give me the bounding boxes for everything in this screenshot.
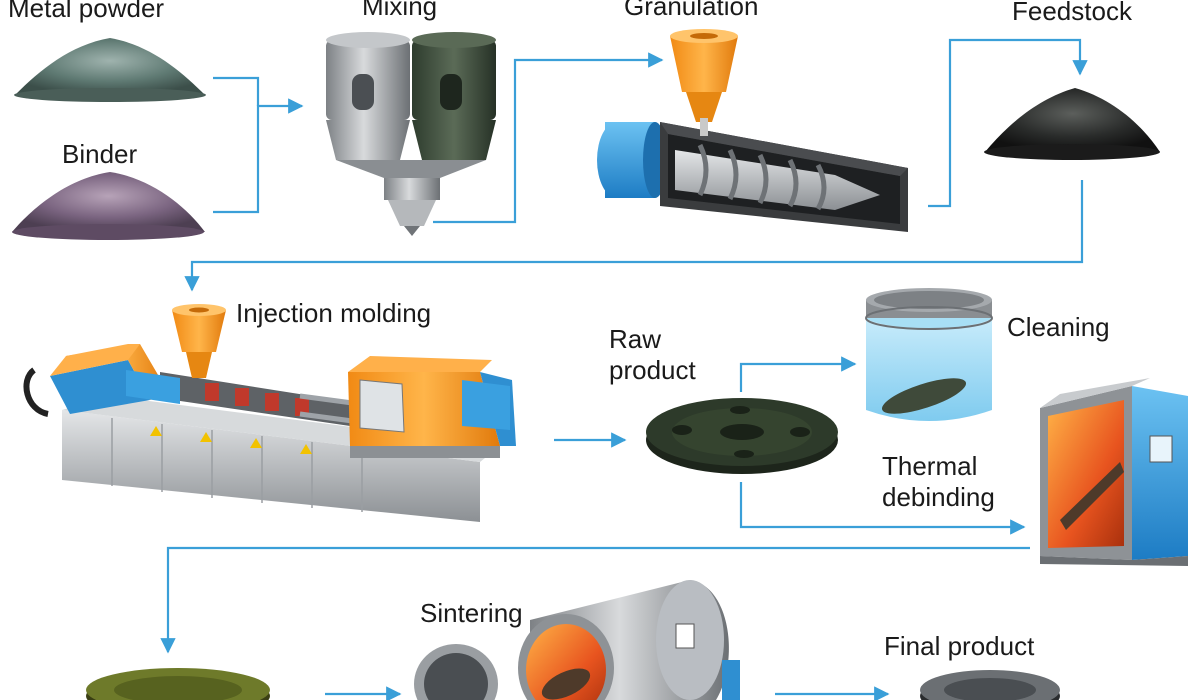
- arrow-debinding-to-sintering: [160, 546, 1030, 654]
- label-mixing: Mixing: [362, 0, 438, 21]
- arrow-powder-to-mix: [213, 76, 260, 106]
- binder-pile: [12, 172, 205, 240]
- flow-arrows: [160, 38, 1088, 700]
- cleaning-jar: [865, 288, 993, 421]
- label-thermal-debinding: Thermal debinding: [882, 451, 995, 512]
- label-binder: Binder: [62, 139, 138, 169]
- arrow-raw-to-cleaning: [739, 356, 857, 392]
- debound-part: [86, 668, 270, 700]
- arrow-binder-to-mix: [213, 98, 304, 214]
- arrow-mix-to-granulation: [433, 52, 664, 224]
- arrow-granulation-to-feedstock: [928, 38, 1088, 208]
- mixer-machine: [326, 32, 496, 236]
- label-raw-product: Raw product: [609, 324, 696, 385]
- injection-molding-machine: [23, 304, 516, 522]
- label-granulation: Granulation: [624, 0, 759, 21]
- arrow-raw-to-debinding: [739, 482, 1026, 535]
- label-metal-powder: Metal powder: [8, 0, 165, 23]
- label-final-product: Final product: [884, 631, 1035, 661]
- granulation-extruder: [597, 29, 908, 232]
- arrow-feedstock-to-injection: [184, 180, 1084, 292]
- label-sintering: Sintering: [420, 598, 523, 628]
- sintering-furnace: [414, 580, 740, 700]
- label-injection-molding: Injection molding: [236, 298, 432, 328]
- final-product-part: [920, 670, 1060, 700]
- feedstock-pile: [984, 88, 1160, 160]
- debinding-oven: [1040, 378, 1188, 566]
- label-cleaning: Cleaning: [1007, 312, 1110, 342]
- raw-product-part: [646, 398, 838, 474]
- metal-powder-pile: [14, 38, 206, 102]
- label-feedstock: Feedstock: [1012, 0, 1132, 26]
